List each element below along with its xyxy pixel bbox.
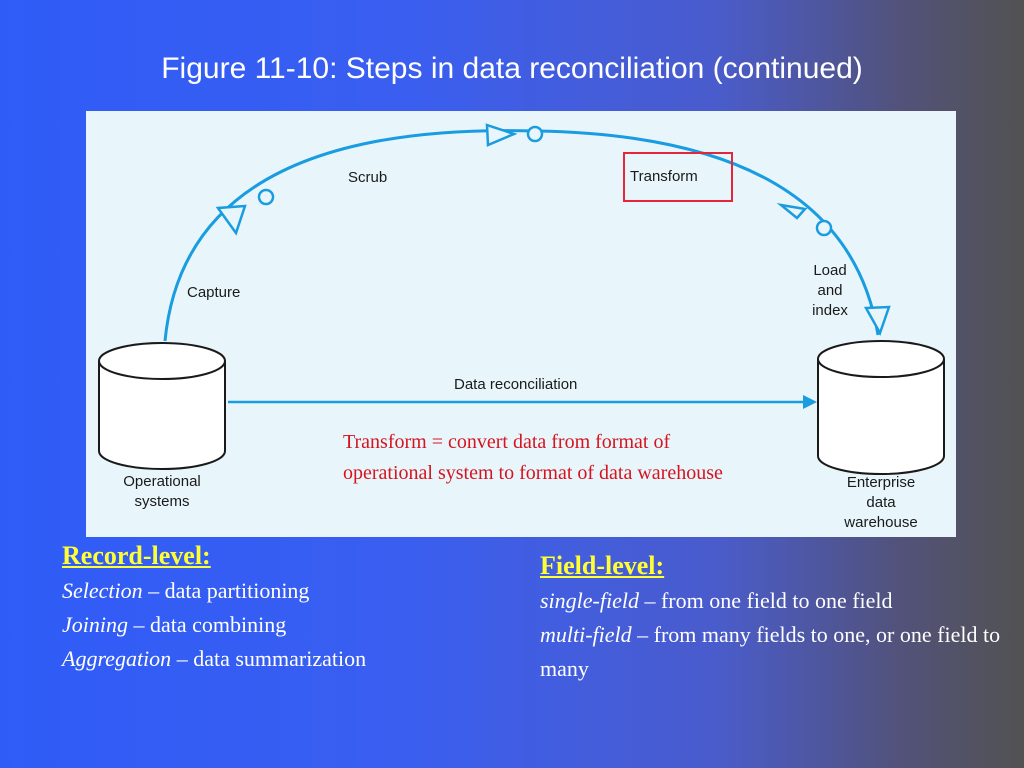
- step-scrub-label: Scrub: [348, 169, 388, 186]
- load-line-2: and: [817, 282, 843, 299]
- item-desc: – data combining: [128, 612, 287, 637]
- field-level-heading: Field-level:: [540, 551, 665, 580]
- arrowhead-capture: [215, 204, 247, 236]
- node-load: [815, 219, 833, 237]
- arrowhead-load: [863, 305, 891, 337]
- record-level-item: Joining – data combining: [62, 608, 502, 642]
- target-line-2: data: [866, 494, 896, 511]
- node-scrub: [526, 125, 544, 143]
- item-term: multi-field: [540, 622, 632, 647]
- item-term: Aggregation: [62, 646, 172, 671]
- data-reconciliation-label: Data reconciliation: [454, 376, 578, 393]
- record-level-heading: Record-level:: [62, 541, 211, 570]
- enterprise-warehouse-cylinder: [817, 340, 945, 475]
- arrowhead-scrub: [485, 123, 518, 147]
- record-level-section: Record-level: Selection – data partition…: [62, 538, 502, 676]
- step-capture-label: Capture: [187, 284, 241, 301]
- item-term: Joining: [62, 612, 128, 637]
- arrowhead-transform: [776, 202, 808, 220]
- slide-title: Figure 11-10: Steps in data reconciliati…: [161, 52, 863, 85]
- diagram-graphics: [98, 123, 945, 475]
- target-line-3: warehouse: [844, 514, 918, 531]
- item-term: Selection: [62, 578, 143, 603]
- field-level-section: Field-level: single-field – from one fie…: [540, 548, 1010, 686]
- field-level-item: multi-field – from many fields to one, o…: [540, 618, 1010, 686]
- operational-systems-label: Operational systems: [102, 472, 222, 512]
- item-desc: – from one field to one field: [638, 588, 893, 613]
- source-line-2: systems: [134, 493, 190, 510]
- step-load-label: Load and index: [800, 261, 860, 321]
- item-desc: – from many fields to one, or one field …: [540, 622, 1001, 681]
- operational-systems-cylinder: [98, 342, 226, 470]
- transform-definition-note: Transform = convert data from format of …: [343, 431, 723, 484]
- load-line-1: Load: [813, 262, 847, 279]
- node-capture: [257, 188, 275, 206]
- reconciliation-diagram: Capture Scrub Transform Load and index D…: [86, 111, 956, 537]
- record-level-item: Aggregation – data summarization: [62, 642, 502, 676]
- record-level-item: Selection – data partitioning: [62, 574, 502, 608]
- item-desc: – data summarization: [171, 646, 367, 671]
- item-term: single-field: [540, 588, 639, 613]
- reconciliation-arrowhead: [803, 395, 817, 409]
- load-line-3: index: [812, 302, 848, 319]
- process-arc: [163, 129, 880, 342]
- enterprise-warehouse-label: Enterprise data warehouse: [821, 473, 941, 533]
- item-desc: – data partitioning: [142, 578, 310, 603]
- target-line-1: Enterprise: [846, 474, 916, 491]
- transform-highlight-box: [623, 152, 733, 202]
- field-level-item: single-field – from one field to one fie…: [540, 584, 1010, 618]
- source-line-1: Operational: [123, 473, 201, 490]
- step-transform-label: Transform: [630, 168, 698, 185]
